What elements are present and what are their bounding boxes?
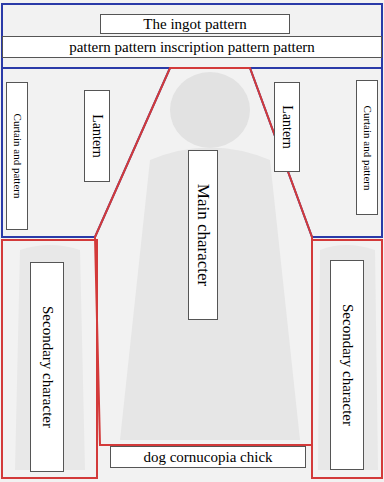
region-label: Secondary character [30, 262, 64, 472]
figure-robe [120, 148, 300, 441]
left-region-outline [2, 68, 170, 237]
right-figure [318, 245, 378, 470]
region-text: Lantern [280, 105, 294, 149]
left-secondary-outline [2, 240, 97, 478]
region-text: dog cornucopia chick [143, 450, 272, 465]
bottom-label-box: dog cornucopia chick [110, 446, 306, 468]
region-label: Lantern [84, 90, 110, 182]
region-text: Main character [195, 184, 212, 286]
region-label: Curtain and pattern [6, 82, 28, 230]
right-secondary-outline [312, 240, 382, 478]
region-text: Curtain and pattern [12, 114, 23, 199]
heading-box: The ingot pattern [100, 14, 290, 34]
region-label: Main character [188, 150, 218, 320]
pattern-band: pattern pattern inscription pattern patt… [2, 36, 382, 58]
region-text: Secondary character [40, 306, 55, 428]
region-label: Lantern [274, 82, 300, 172]
region-label: Secondary character [330, 260, 364, 470]
main-region-outline [95, 68, 312, 445]
region-label: Curtain and pattern [356, 80, 378, 215]
top-band-outline [2, 4, 382, 68]
right-region-outline [250, 68, 382, 237]
region-text: The ingot pattern [143, 17, 246, 32]
figure-head [170, 72, 250, 148]
region-text: Curtain and pattern [362, 105, 373, 190]
region-text: Secondary character [340, 304, 355, 426]
region-text: pattern pattern inscription pattern patt… [69, 40, 315, 55]
region-text: Lantern [90, 114, 104, 158]
